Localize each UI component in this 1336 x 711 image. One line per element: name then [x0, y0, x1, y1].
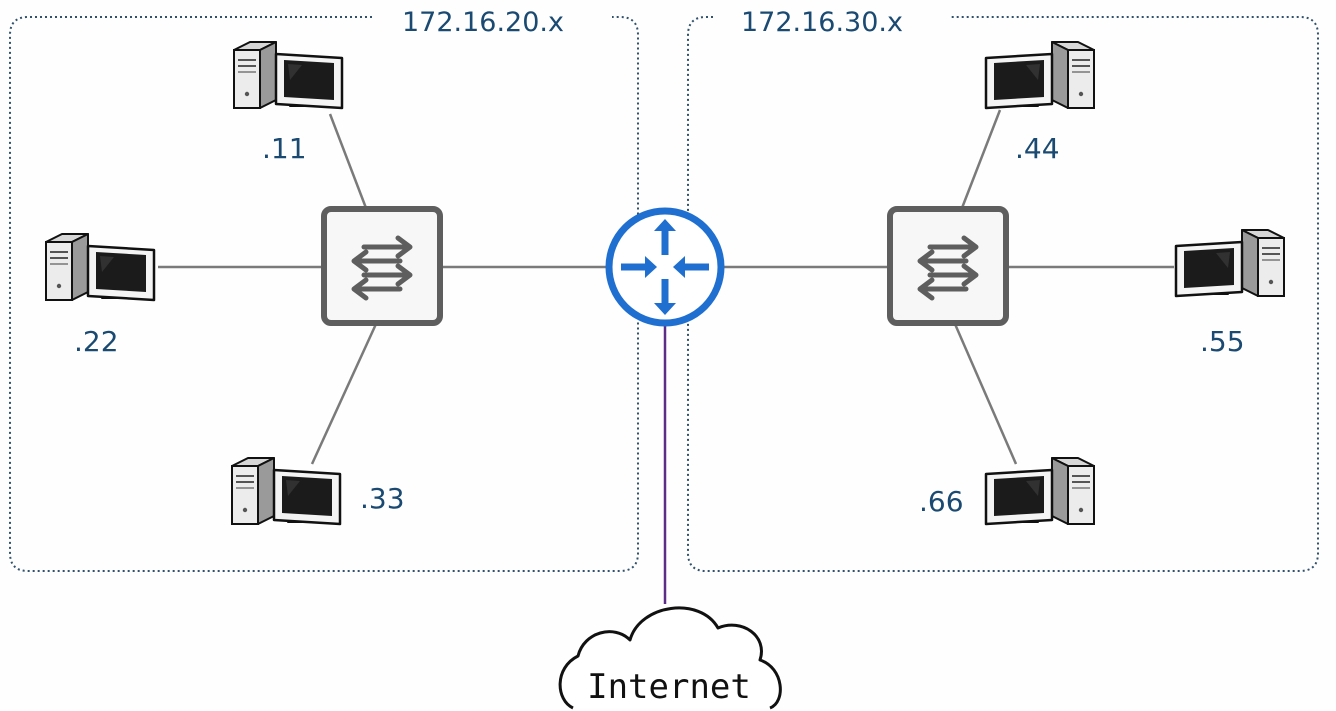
router-icon	[609, 211, 721, 323]
host-55-computer-icon	[1176, 230, 1284, 296]
internet-cloud-icon	[558, 606, 782, 710]
host-22-label: .22	[74, 325, 119, 358]
host-66-label: .66	[919, 485, 964, 518]
link-h44-switch-right	[960, 109, 1002, 209]
internet-label: Internet	[587, 667, 751, 707]
host-11-label: .11	[262, 132, 307, 165]
subnet-left-label: 172.16.20.x	[402, 7, 564, 38]
host-33-computer-icon	[230, 456, 342, 526]
subnet-right-label: 172.16.30.x	[741, 7, 903, 38]
subnet-right-boundary	[687, 16, 1319, 572]
host-22-computer-icon	[44, 232, 156, 302]
subnet-left-boundary	[9, 16, 639, 572]
host-66-computer-icon	[986, 458, 1094, 524]
link-h33-switch-left	[310, 323, 378, 465]
host-44-computer-icon	[986, 42, 1094, 108]
switch-right-icon	[890, 209, 1006, 323]
link-h66-switch-right	[953, 323, 1018, 465]
host-44-label: .44	[1015, 132, 1060, 165]
host-33-label: .33	[360, 482, 405, 515]
link-h11-switch-left	[328, 113, 368, 209]
switch-left-icon	[324, 209, 440, 323]
host-55-label: .55	[1200, 325, 1245, 358]
host-11-computer-icon	[232, 40, 344, 110]
